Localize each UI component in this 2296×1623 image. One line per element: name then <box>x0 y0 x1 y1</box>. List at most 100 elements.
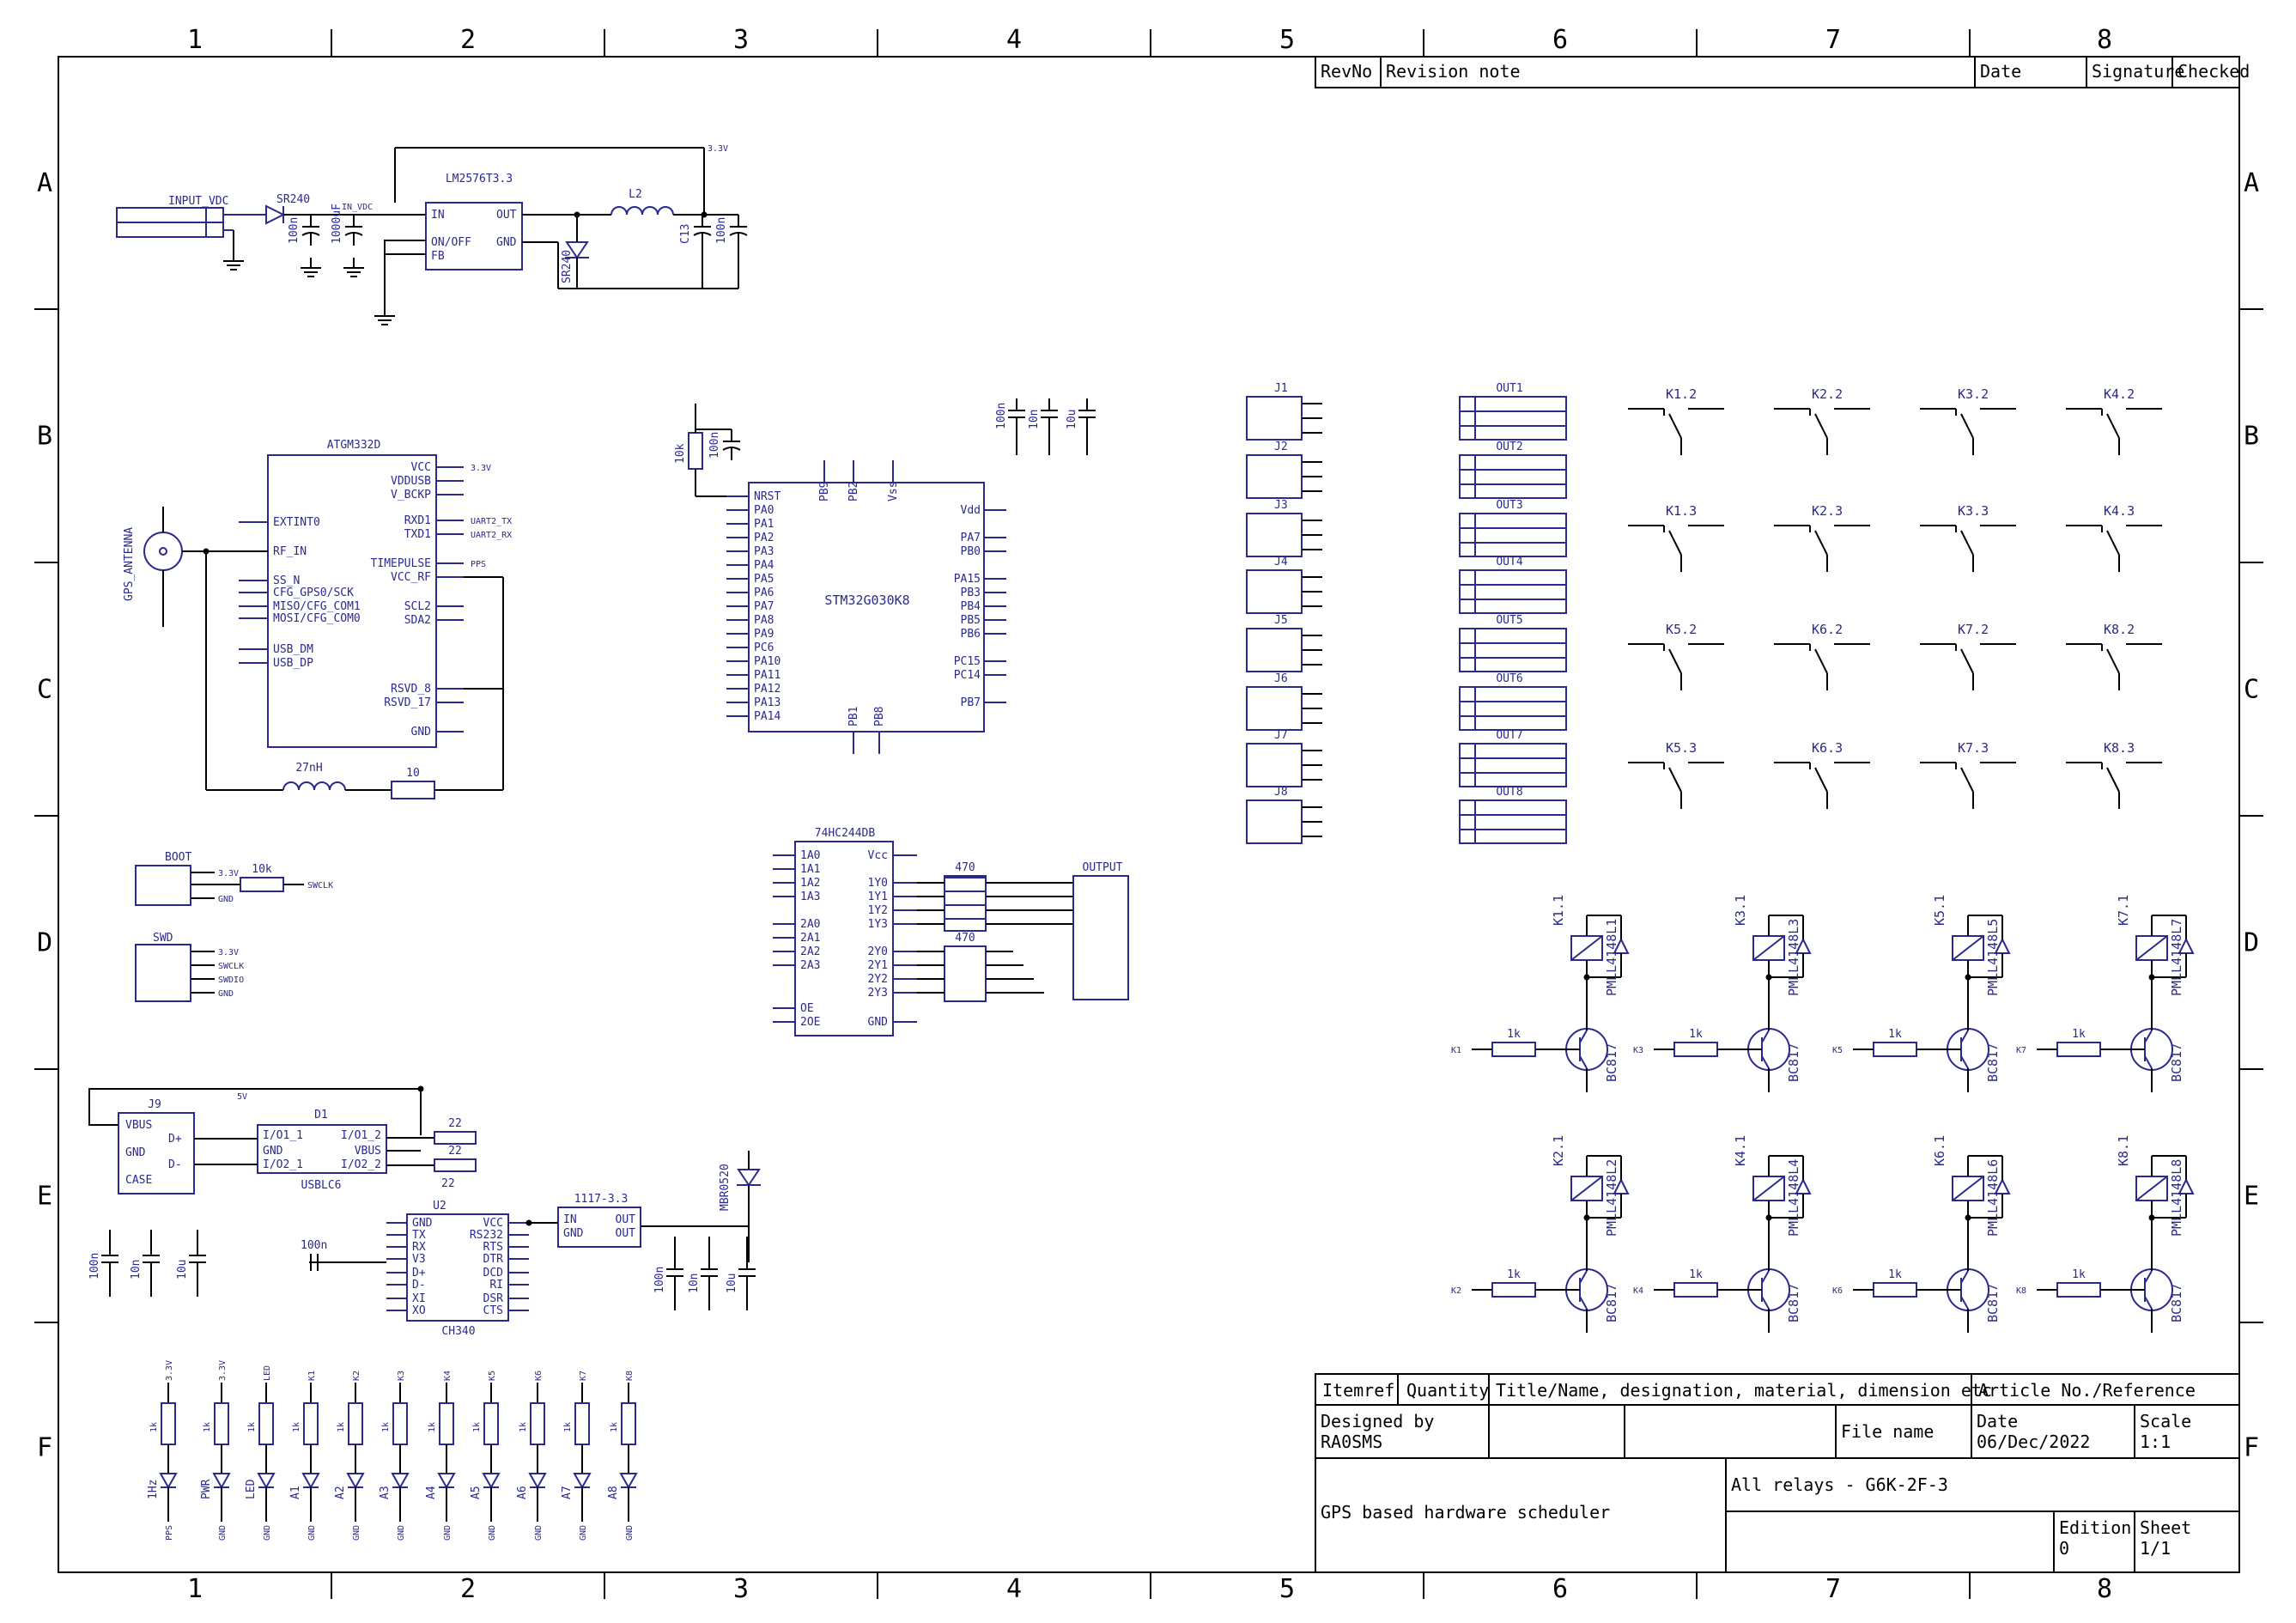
wire <box>2144 1055 2153 1069</box>
pin-label: XO <box>412 1304 426 1317</box>
mcu-pin-label: PA1 <box>754 518 774 531</box>
inductor-name: L2 <box>629 188 642 201</box>
row-letter: A <box>37 168 52 198</box>
revision-header: Checked <box>2178 61 2250 82</box>
led-label: A1 <box>289 1486 302 1499</box>
resistor <box>439 1402 454 1445</box>
resistor-value: 1k <box>2072 1028 2086 1041</box>
scale-label: Scale <box>2140 1411 2191 1432</box>
input-net: K8 <box>2016 1286 2026 1296</box>
contact-name: K8.2 <box>2104 622 2135 637</box>
resistor <box>1873 1042 1917 1057</box>
resistor-value: 1k <box>292 1422 301 1432</box>
wire <box>1579 1296 1588 1310</box>
buffer-pin-label: Vcc <box>868 849 888 862</box>
contact-name: K1.2 <box>1666 386 1697 402</box>
led-label: A3 <box>379 1486 392 1499</box>
input-net: K6 <box>1832 1286 1843 1296</box>
resistor <box>348 1402 363 1445</box>
buffer-pin-label: 2Y0 <box>868 945 888 958</box>
contact-name: K7.3 <box>1958 740 1989 756</box>
mcu-pin-label: Vss <box>887 482 900 501</box>
column-number: 5 <box>1279 1574 1295 1604</box>
diode-name: PMLL4148L1 <box>1604 919 1619 996</box>
coil-diag <box>2135 935 2168 961</box>
jack-connector <box>1246 686 1303 731</box>
revision-header: Date <box>1980 61 2021 82</box>
contact-blade <box>1960 767 1974 793</box>
usb-connector <box>118 1112 195 1194</box>
row-letter: D <box>2244 928 2259 958</box>
buffer-pin-label: 2Y2 <box>868 973 888 986</box>
pin-label: VCC <box>483 1217 503 1230</box>
jack-name: J5 <box>1274 614 1288 627</box>
header-name: SWD <box>153 932 173 945</box>
edition-value: 0 <box>2059 1538 2069 1559</box>
transistor-part: BC817 <box>1604 1043 1619 1082</box>
out-terminal <box>1459 396 1567 441</box>
gps-pin-label: SCL2 <box>404 600 431 613</box>
contact-name: K5.3 <box>1666 740 1697 756</box>
buffer-pin-label: 2Y3 <box>868 987 888 1000</box>
diode-name: SR240 <box>561 250 574 283</box>
mcu-pin-label: PA9 <box>754 628 774 641</box>
boot-header <box>135 865 191 906</box>
coil-name: K1.1 <box>1551 895 1566 926</box>
out-name: OUT6 <box>1496 672 1522 685</box>
out-terminal <box>1459 628 1567 672</box>
diode-name: MBR0520 <box>719 1164 732 1211</box>
resistor-value: 1k <box>1507 1268 1521 1281</box>
resistor <box>1491 1042 1536 1057</box>
pin-label: I/O1_1 <box>263 1129 303 1142</box>
net-label: PPS <box>471 560 486 569</box>
gps-pin-label: GND <box>411 726 432 739</box>
pin-label: GND <box>412 1217 433 1230</box>
net-label: UART2_TX <box>471 517 512 526</box>
coil-name: K2.1 <box>1551 1135 1566 1166</box>
resistor-value: 22 <box>448 1117 462 1130</box>
mcu-pin-label: PA15 <box>954 573 981 586</box>
sheet-value: 1/1 <box>2140 1538 2171 1559</box>
net-label: SWCLK <box>307 881 333 891</box>
column-number: 3 <box>733 1574 749 1604</box>
out-terminal <box>1459 686 1567 731</box>
pin-label: OUT <box>616 1213 636 1226</box>
net-label: GND <box>579 1525 588 1541</box>
out-name: OUT2 <box>1496 441 1522 453</box>
tb-header: Quantity <box>1406 1380 1489 1401</box>
resistor <box>1673 1042 1718 1057</box>
pin-label: I/O2_2 <box>341 1158 381 1171</box>
junction-dot <box>701 211 708 218</box>
contact-blade <box>2106 530 2120 556</box>
diode-name: SR240 <box>276 193 310 206</box>
jack-name: J3 <box>1274 499 1288 512</box>
buffer-pin-label: 1A3 <box>800 891 820 903</box>
pin-label: VBUS <box>355 1145 381 1158</box>
input-net: K3 <box>1633 1046 1643 1055</box>
jack-connector <box>1246 513 1303 557</box>
mcu-pin-label: PB5 <box>961 614 981 627</box>
row-letter: C <box>2244 675 2259 705</box>
gps-pin-label: RF_IN <box>273 545 307 558</box>
net-label: SWCLK <box>218 962 244 971</box>
regulator-name: LM2576T3.3 <box>446 173 513 185</box>
mcu-pin-label: PA10 <box>754 655 781 668</box>
pin-label: DCD <box>483 1267 504 1280</box>
mcu-pin-label: PB3 <box>961 587 981 599</box>
column-number: 7 <box>1825 25 1841 55</box>
column-number: 2 <box>460 25 476 55</box>
net-label: GND <box>218 895 234 904</box>
input-net: K2 <box>1451 1286 1461 1296</box>
mcu-pin-label: Vdd <box>961 504 981 517</box>
net-label: 3.3V <box>218 1360 228 1381</box>
jack-connector <box>1246 799 1303 844</box>
resistor <box>434 1158 477 1172</box>
tb-header: Article No./Reference <box>1978 1380 2196 1401</box>
resistor-value: 10k <box>252 863 272 876</box>
pin-label: RX <box>412 1241 426 1254</box>
resistor <box>214 1402 229 1445</box>
contact-blade <box>1668 413 1682 439</box>
led-label: A7 <box>561 1486 574 1499</box>
wire <box>1960 1296 1969 1310</box>
wire <box>1761 1030 1770 1043</box>
